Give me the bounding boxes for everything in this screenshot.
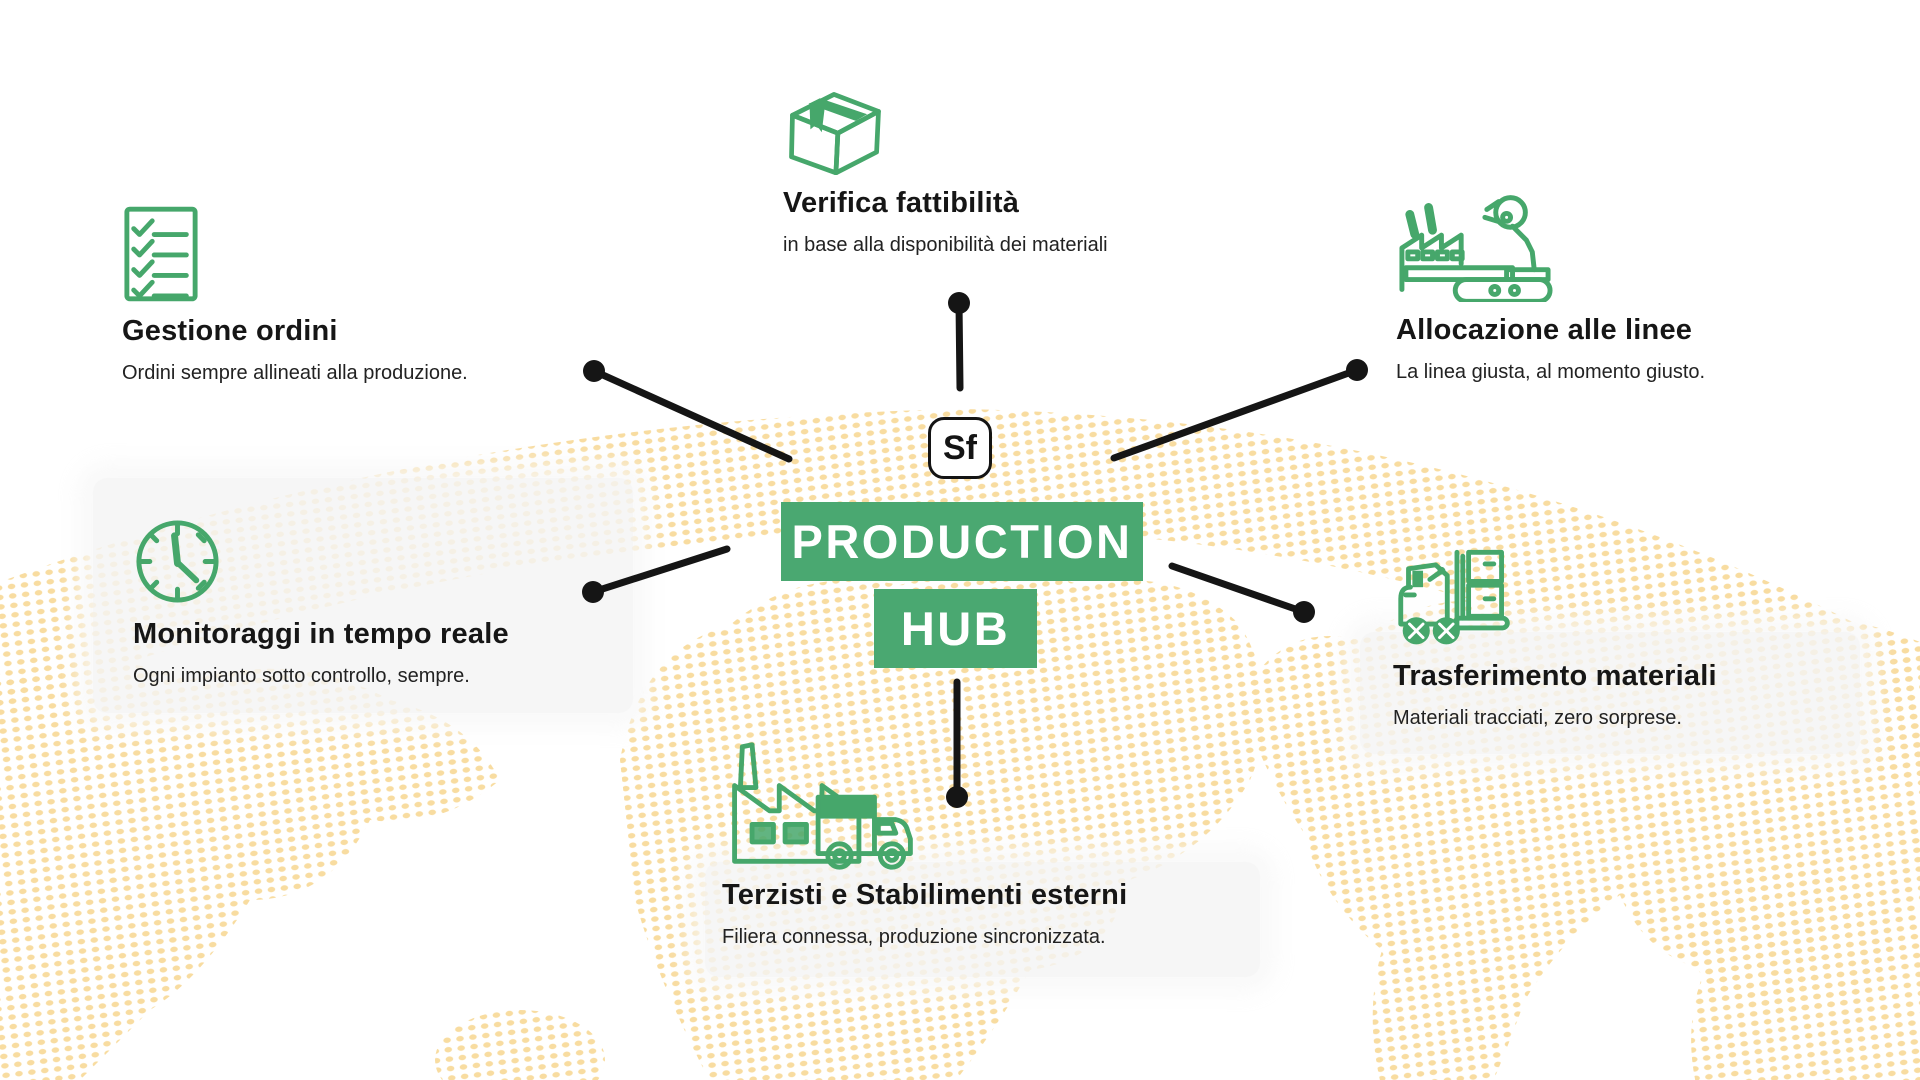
panel-backdrop <box>1360 632 1860 754</box>
feature-title: Monitoraggi in tempo reale <box>133 618 509 650</box>
map-island-southeast <box>1690 865 1890 1015</box>
forklift-icon <box>1398 549 1510 645</box>
feature-allocazione-alle-linee: Allocazione alle linee La linea giusta, … <box>1396 190 1705 384</box>
hub-banner-hub: HUB <box>874 589 1037 668</box>
feature-subtitle: in base alla disponibilità dei materiali <box>783 234 1108 256</box>
feature-subtitle: Filiera connessa, produzione sincronizza… <box>722 926 1106 948</box>
feature-title: Verifica fattibilità <box>783 187 1020 219</box>
checklist-icon <box>124 206 198 302</box>
feature-terzisti-stabilimenti: Terzisti e Stabilimenti esterni Filiera … <box>722 737 1127 949</box>
connector-line <box>1110 366 1361 462</box>
connector-dot <box>948 292 970 314</box>
map-island-south <box>435 1010 605 1080</box>
connector-line <box>1168 562 1308 616</box>
sf-logo: Sf <box>928 417 992 479</box>
feature-trasferimento-materiali: Trasferimento materiali Materiali tracci… <box>1393 538 1717 730</box>
feature-verifica-fattibilita: Verifica fattibilità in base alla dispon… <box>783 80 1108 257</box>
feature-monitoraggi-tempo-reale: Monitoraggi in tempo reale Ogni impianto… <box>133 517 509 688</box>
hub-banner-production: PRODUCTION <box>781 502 1143 581</box>
connector-dot <box>946 786 968 808</box>
connector-line <box>955 299 964 392</box>
connector-line <box>589 545 731 596</box>
connector-dot <box>582 581 604 603</box>
feature-title: Allocazione alle linee <box>1396 314 1693 346</box>
feature-subtitle: Ordini sempre allineati alla produzione. <box>122 362 468 384</box>
feature-title: Trasferimento materiali <box>1393 660 1717 692</box>
factory-robot-arm-icon <box>1399 195 1553 302</box>
feature-subtitle: La linea giusta, al momento giusto. <box>1396 361 1706 383</box>
panel-backdrop <box>93 478 633 713</box>
factory-truck-icon <box>732 742 913 870</box>
feature-subtitle: Ogni impianto sotto controllo, sempre. <box>133 665 470 687</box>
panel-backdrop <box>705 862 1260 977</box>
feature-subtitle: Materiali tracciati, zero sorprese. <box>1393 707 1682 729</box>
connector-dot <box>583 360 605 382</box>
map-landmass-west <box>0 662 500 1080</box>
package-box-icon <box>789 92 881 175</box>
feature-title: Gestione ordini <box>122 315 338 347</box>
feature-gestione-ordini: Gestione ordini Ordini sempre allineati … <box>122 205 468 385</box>
connector-dot <box>1346 359 1368 381</box>
connector-line <box>590 367 793 463</box>
feature-title: Terzisti e Stabilimenti esterni <box>722 879 1128 911</box>
clock-icon <box>136 520 219 603</box>
connector-dot <box>1293 601 1315 623</box>
